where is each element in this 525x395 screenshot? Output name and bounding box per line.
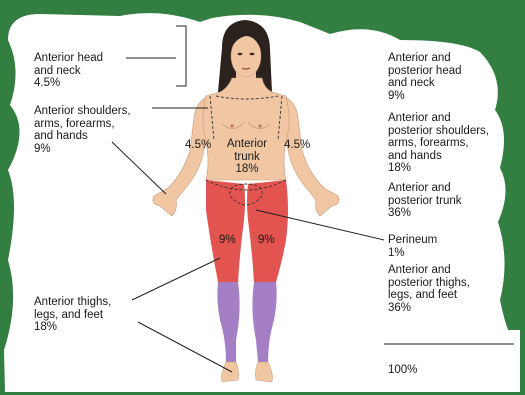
right-label-head-neck: Anterior and posterior head and neck 9% [388, 52, 462, 102]
left-nipple [230, 124, 233, 127]
right-label-shoulders-arms: Anterior and posterior shoulders, arms, … [388, 112, 489, 175]
left-eye [238, 53, 243, 55]
right-eye [250, 53, 255, 55]
right-label-perineum: Perineum 1% [388, 234, 437, 259]
body-label-left-thigh: 9% [219, 234, 236, 246]
left-label-thighs-legs: Anterior thighs, legs, and feet 18% [34, 296, 111, 334]
left-label-head-neck: Anterior head and neck 4.5% [34, 52, 103, 90]
body-label-left-arm: 4.5% [185, 139, 211, 151]
right-label-total: 100% [388, 364, 417, 377]
body-label-right-arm: 4.5% [284, 139, 310, 151]
left-label-shoulders-arms: Anterior shoulders, arms, forearms, and … [34, 105, 131, 155]
right-label-trunk: Anterior and posterior trunk 36% [388, 182, 462, 220]
white-bottom-strip [380, 330, 520, 392]
body-label-trunk: Anterior trunk 18% [223, 138, 271, 176]
right-label-thighs-legs: Anterior and posterior thighs, legs, and… [388, 264, 470, 314]
body-label-right-thigh: 9% [258, 234, 275, 246]
right-nipple [258, 124, 261, 127]
